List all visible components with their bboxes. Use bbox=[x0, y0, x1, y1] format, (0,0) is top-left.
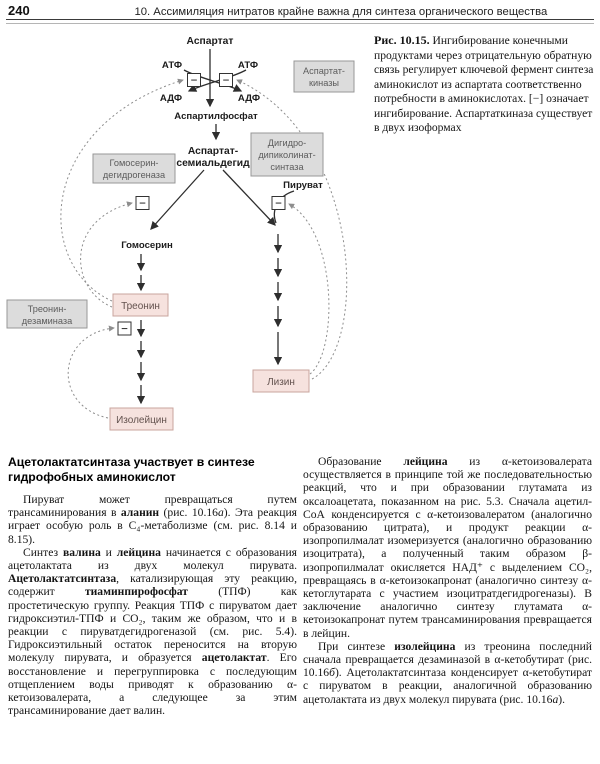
feedback-inhibition-arrows bbox=[60, 78, 348, 419]
product-box-isoleucine: Изолейцин bbox=[109, 407, 174, 431]
node-pyruvate: Пируват bbox=[283, 180, 323, 191]
inhibition-box-pyruvate-branch: − bbox=[271, 196, 286, 210]
feedback-arrow-threonine-to-homoserine-dehydrogenase bbox=[80, 201, 133, 308]
page-header: 240 10. Ассимиляция нитратов крайне важн… bbox=[8, 3, 592, 18]
enzyme-boxes: Аспартат- киназы Гомосерин- дегидрогеназ… bbox=[6, 60, 355, 329]
inhibition-box-kinase-left: − bbox=[187, 73, 201, 87]
chapter-title: 10. Ассимиляция нитратов крайне важна дл… bbox=[134, 6, 548, 18]
label-adp-right: АДФ bbox=[238, 93, 260, 104]
feedback-arrow-lysine-to-dihydrodipicolinate-synthase bbox=[288, 203, 330, 375]
svg-text:−: − bbox=[275, 199, 283, 209]
paragraph: Пируват может превращаться путем трансам… bbox=[8, 493, 298, 546]
svg-text:−: − bbox=[121, 325, 129, 335]
arrow-atp-left-to-adp-right bbox=[183, 69, 243, 92]
svg-text:Изолейцин: Изолейцин bbox=[116, 415, 167, 426]
text-column-left: Ацетолактатсинтаза участвует в синтезе г… bbox=[8, 455, 297, 717]
svg-text:синтаза: синтаза bbox=[270, 162, 304, 172]
label-atp-right: АТФ bbox=[238, 60, 258, 71]
enzyme-box-aspartate-kinases: Аспартат- киназы bbox=[293, 60, 355, 93]
feedback-arrow-isoleucine-to-threonine-deaminase bbox=[67, 325, 115, 419]
label-atp-left: АТФ bbox=[162, 60, 182, 71]
enzyme-box-threonine-deaminase: Треонин- дезаминаза bbox=[6, 299, 88, 329]
page-number: 240 bbox=[8, 3, 30, 18]
inhibition-box-threonine-deaminase: − bbox=[117, 321, 132, 336]
paragraph: При синтезе изолейцина из треонина после… bbox=[303, 639, 592, 706]
svg-text:Аспартат-: Аспартат- bbox=[303, 66, 345, 76]
product-boxes: Треонин Лизин Изолейцин bbox=[109, 293, 310, 431]
pathway-diagram: Аспартат АТФ АТФ АДФ АДФ Аспартилфосфат … bbox=[6, 36, 355, 431]
arrow-semialdehyde-to-homoserine bbox=[150, 169, 205, 230]
arrow-atp-right-to-adp-left bbox=[187, 69, 247, 92]
enzyme-box-dihydrodipicolinate-synthase: Дигидро- дипиколинат- синтаза bbox=[250, 132, 324, 177]
paragraph: Синтез валина и лейцина начинается с обр… bbox=[8, 545, 297, 718]
svg-text:−: − bbox=[190, 76, 198, 86]
node-aspartate-semialdehyde-line2: семиальдегид bbox=[176, 158, 250, 169]
text-column-right: Образование лейцина из α-кетоизовалерата… bbox=[303, 455, 592, 706]
svg-text:дегидрогеназа: дегидрогеназа bbox=[103, 170, 166, 180]
svg-text:Треонин: Треонин bbox=[121, 301, 160, 312]
node-homoserine: Гомосерин bbox=[121, 240, 173, 251]
figure-caption: Рис. 10.15. Ингибирование конечными прод… bbox=[374, 33, 594, 134]
node-aspartyl-phosphate: Аспартилфосфат bbox=[174, 111, 258, 122]
label-adp-left: АДФ bbox=[160, 93, 182, 104]
pathway-arrows bbox=[136, 49, 295, 405]
feedback-arrow-threonine-to-aspartate-kinase bbox=[60, 78, 184, 302]
inhibition-symbols: − − − − − bbox=[117, 73, 286, 336]
svg-text:киназы: киназы bbox=[309, 78, 339, 88]
feedback-arrow-lysine-to-aspartate-kinase bbox=[236, 79, 348, 380]
metabolite-labels: Аспартат АТФ АТФ АДФ АДФ Аспартилфосфат … bbox=[121, 36, 323, 251]
svg-text:Дигидро-: Дигидро- bbox=[268, 138, 306, 148]
inhibition-box-kinase-right: − bbox=[219, 73, 233, 87]
node-aspartate: Аспартат bbox=[187, 36, 234, 47]
inhibition-box-homoserine-branch: − bbox=[135, 196, 150, 210]
svg-text:−: − bbox=[139, 199, 147, 209]
product-box-lysine: Лизин bbox=[252, 369, 310, 393]
paragraph: Образование лейцина из α-кетоизовалерата… bbox=[303, 455, 592, 640]
svg-text:−: − bbox=[222, 76, 230, 86]
svg-text:дезаминаза: дезаминаза bbox=[22, 316, 73, 326]
svg-text:дипиколинат-: дипиколинат- bbox=[258, 150, 315, 160]
section-heading: Ацетолактатсинтаза участвует в синтезе г… bbox=[8, 455, 255, 484]
product-box-threonine: Треонин bbox=[112, 293, 169, 317]
svg-text:Треонин-: Треонин- bbox=[28, 304, 67, 314]
svg-text:Гомосерин-: Гомосерин- bbox=[110, 158, 159, 168]
header-rule bbox=[6, 19, 594, 24]
svg-text:Лизин: Лизин bbox=[267, 377, 295, 388]
node-aspartate-semialdehyde-line1: Аспартат- bbox=[188, 146, 239, 157]
enzyme-box-homoserine-dehydrogenase: Гомосерин- дегидрогеназа bbox=[92, 153, 176, 184]
arrow-semialdehyde-to-lysine-branch bbox=[222, 169, 276, 226]
